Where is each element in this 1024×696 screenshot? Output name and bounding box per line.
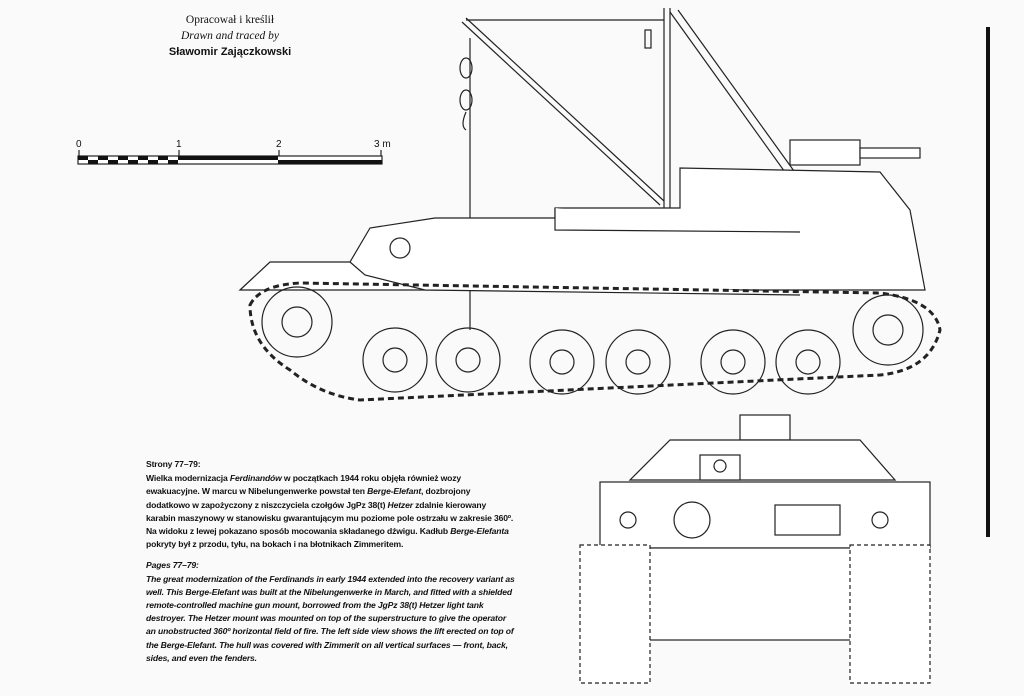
scale-label-3m: 3 m xyxy=(374,139,391,150)
scale-bar xyxy=(77,150,383,165)
credit-line-en: Drawn and traced by xyxy=(180,30,280,42)
drawing-credit: Opracował i kreślił Drawn and traced by … xyxy=(150,12,310,60)
credit-line-pl: Opracował i kreślił xyxy=(185,14,275,26)
caption-block: Strony 77–79: Wielka modernizacja Ferdin… xyxy=(146,458,516,665)
scale-label-2: 2 xyxy=(276,139,282,150)
scale-label-0: 0 xyxy=(76,139,82,150)
side-view-tracks xyxy=(248,281,942,402)
caption-heading-pl: Strony 77–79: xyxy=(146,459,201,469)
caption-text-en: The great modernization of the Ferdinand… xyxy=(146,573,515,663)
credit-author: Sławomir Zajączkowski xyxy=(168,46,292,58)
caption-text-pl: Wielka modernizacja Ferdinandów w począt… xyxy=(146,473,514,550)
caption-heading-en: Pages 77–79: xyxy=(146,560,199,571)
page-edge-bar xyxy=(986,27,990,537)
front-view xyxy=(579,414,931,684)
scale-label-1: 1 xyxy=(176,139,182,150)
side-view-hull xyxy=(238,139,926,296)
